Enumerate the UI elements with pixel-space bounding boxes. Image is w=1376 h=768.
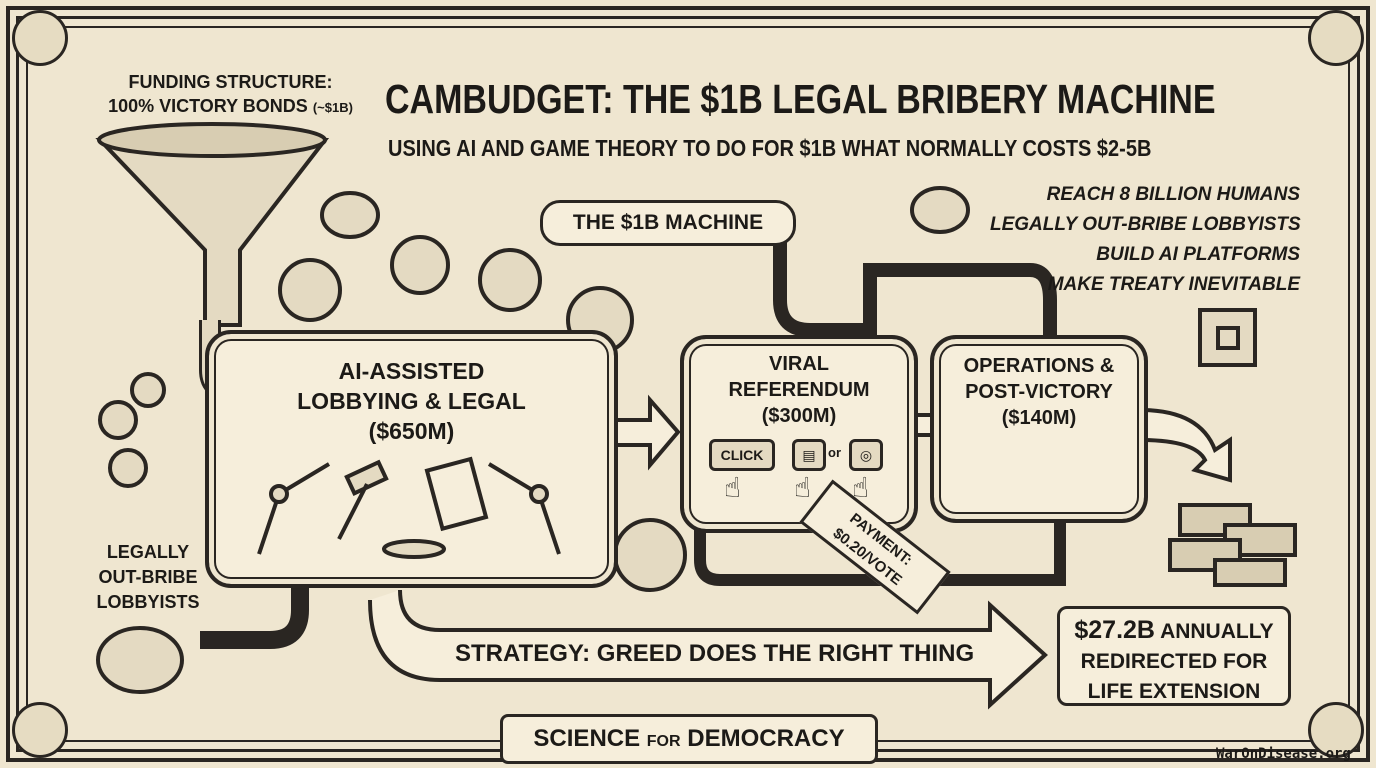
stage-line2: REFERENDUM [728, 379, 870, 401]
pointing-hand-icon: ☝ [724, 472, 742, 503]
gear-icon [98, 400, 138, 440]
goal-item: BUILD AI PLATFORMS [1096, 244, 1300, 265]
left-note-line: LOBBYISTS [96, 592, 200, 612]
left-note-line: OUT-BRIBE [98, 567, 198, 587]
pointing-hand-icon: ☝ [852, 472, 870, 503]
phone-vote-button[interactable]: ▤ [792, 439, 826, 471]
stage-line1: OPERATIONS & [963, 355, 1115, 377]
corner-ornament-icon [12, 10, 68, 66]
or-label: or [828, 445, 841, 460]
result-box: $27.2B ANNUALLY REDIRECTED FOR LIFE EXTE… [1057, 606, 1291, 706]
stage-amount: ($650M) [368, 418, 455, 444]
gear-icon [613, 518, 687, 592]
funding-line1: FUNDING STRUCTURE: [128, 72, 333, 92]
gear-icon [278, 258, 342, 322]
stage-referendum: VIRAL REFERENDUM ($300M) CLICK ▤ or ◎ ☝ … [680, 335, 918, 533]
result-amount: $27.2B [1074, 616, 1155, 644]
brain-icon [96, 626, 184, 694]
brain-icon [320, 191, 380, 239]
stage-line1: VIRAL [769, 353, 829, 375]
goals-list: REACH 8 BILLION HUMANS LEGALLY OUT-BRIBE… [990, 180, 1301, 300]
machine-label: THE $1B MACHINE [540, 200, 796, 246]
result-period: ANNUALLY [1160, 620, 1274, 643]
stage-line1: AI-ASSISTED [338, 358, 485, 384]
page-title: CAMBUDGET: THE $1B LEGAL BRIBERY MACHINE [385, 77, 1216, 123]
banner-right: DEMOCRACY [687, 725, 845, 752]
goal-item: MAKE TREATY INEVITABLE [1047, 274, 1300, 295]
gear-icon [108, 448, 148, 488]
stage-label: AI-ASSISTED LOBBYING & LEGAL ($650M) [209, 356, 614, 446]
arrow-icon [608, 394, 681, 471]
result-line2: REDIRECTED FOR [1080, 650, 1268, 673]
brain-icon [910, 186, 970, 234]
gear-icon [478, 248, 542, 312]
stage-operations: OPERATIONS & POST-VICTORY ($140M) [930, 335, 1148, 523]
click-button[interactable]: CLICK [709, 439, 775, 471]
chip-icon [1198, 308, 1257, 367]
left-note: LEGALLY OUT-BRIBE LOBBYISTS [88, 540, 208, 615]
left-note-line: LEGALLY [106, 542, 190, 562]
stage-line2: LOBBYING & LEGAL [297, 388, 526, 414]
banner-left: SCIENCE [533, 725, 641, 752]
corner-ornament-icon [12, 702, 68, 758]
gear-icon [390, 235, 450, 295]
gear-icon [130, 372, 166, 408]
outlet-arrow [1138, 407, 1232, 483]
stage-label: VIRAL REFERENDUM ($300M) [684, 351, 914, 429]
corner-ornament-icon [1308, 10, 1364, 66]
goal-item: REACH 8 BILLION HUMANS [1046, 184, 1300, 205]
funding-structure: FUNDING STRUCTURE: 100% VICTORY BONDS (~… [88, 70, 373, 120]
strategy-arrow [368, 589, 1048, 710]
web-vote-button[interactable]: ◎ [849, 439, 883, 471]
strategy-text: STRATEGY: GREED DOES THE RIGHT THING [455, 640, 975, 667]
goal-item: LEGALLY OUT-BRIBE LOBBYISTS [990, 214, 1301, 235]
banner-mid: FOR [646, 733, 681, 750]
stage-label: OPERATIONS & POST-VICTORY ($140M) [934, 353, 1144, 431]
cash-stack-icon [1168, 503, 1297, 587]
stage-amount: ($140M) [1001, 407, 1077, 429]
bottom-banner: SCIENCE FOR DEMOCRACY [500, 714, 878, 764]
funding-note: (~$1B) [312, 100, 353, 115]
stage-line2: POST-VICTORY [965, 381, 1113, 403]
page-subtitle: USING AI AND GAME THEORY TO DO FOR $1B W… [388, 136, 1152, 162]
watermark: WarOnDisease.org [1216, 746, 1351, 762]
robot-arms-gavel-icon [257, 456, 561, 559]
funding-line2: 100% VICTORY BONDS [108, 96, 308, 116]
stage-lobbying: AI-ASSISTED LOBBYING & LEGAL ($650M) [205, 330, 618, 588]
pointing-hand-icon: ☝ [794, 472, 812, 503]
result-line3: LIFE EXTENSION [1087, 680, 1261, 703]
corner-ornament-icon [1308, 702, 1364, 758]
stage-amount: ($300M) [761, 405, 837, 427]
